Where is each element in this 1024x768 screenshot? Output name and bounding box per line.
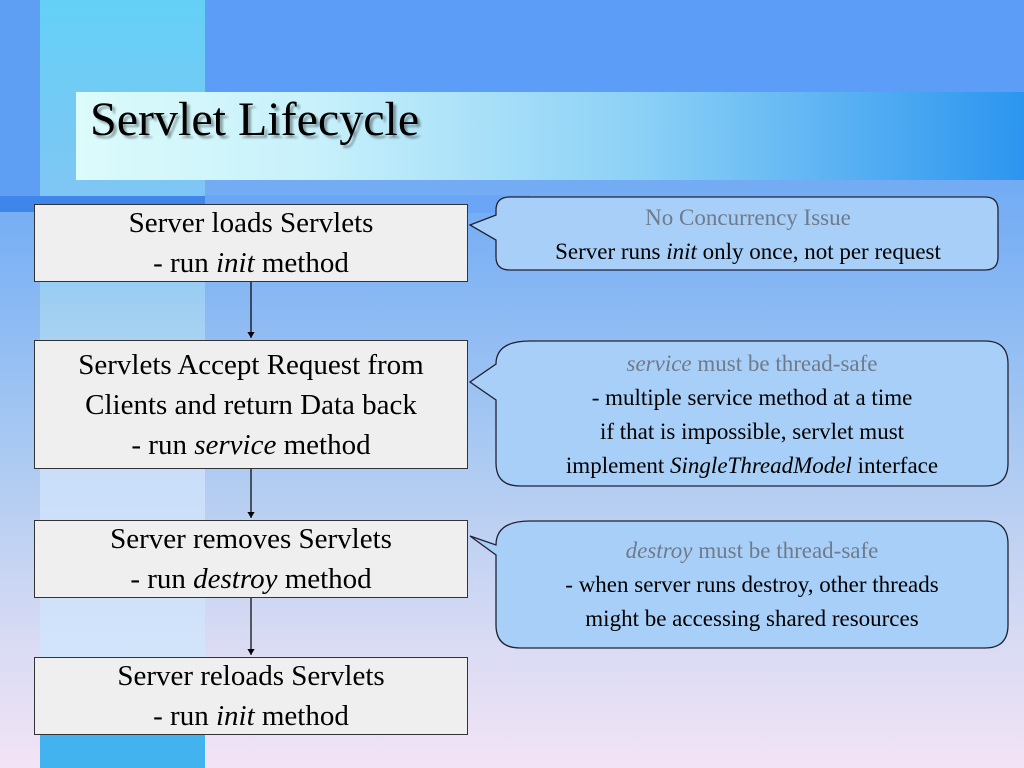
step-text: Clients and return Data back bbox=[85, 388, 417, 421]
step-text: Server reloads Servlets bbox=[117, 660, 385, 692]
step-text: - run destroy method bbox=[130, 563, 372, 595]
note-heading: destroy must be thread-safe bbox=[625, 538, 879, 563]
background-stripe bbox=[0, 0, 40, 210]
callout-bubble bbox=[468, 340, 1009, 487]
step-text: - run init method bbox=[153, 700, 349, 732]
step-text: - run service method bbox=[131, 428, 371, 461]
note-line: implement SingleThreadModel interface bbox=[565, 453, 939, 478]
step-text: - run init method bbox=[153, 247, 349, 279]
note-heading: No Concurrency Issue bbox=[645, 205, 851, 230]
callout-bubble bbox=[469, 520, 1009, 649]
step-text: Servlets Accept Request from bbox=[78, 348, 424, 381]
note-line: - multiple service method at a time bbox=[591, 385, 913, 410]
step-box-service: Servlets Accept Request from Clients and… bbox=[34, 340, 468, 469]
note-line: Server runs init only once, not per requ… bbox=[555, 239, 941, 264]
note-line: might be accessing shared resources bbox=[585, 606, 919, 631]
callout-bubble bbox=[468, 196, 999, 271]
callout-note-service: service must be thread-safe - multiple s… bbox=[500, 347, 1004, 483]
page-title: Servlet Lifecycle bbox=[90, 93, 420, 146]
step-box-reload: Server reloads Servlets - run init metho… bbox=[34, 657, 468, 735]
note-line: - when server runs destroy, other thread… bbox=[565, 572, 939, 597]
step-text: Server removes Servlets bbox=[110, 523, 392, 555]
note-line: if that is impossible, servlet must bbox=[599, 419, 905, 444]
step-box-remove: Server removes Servlets - run destroy me… bbox=[34, 520, 468, 598]
title-band bbox=[76, 92, 1024, 180]
callout-note-destroy: destroy must be thread-safe - when serve… bbox=[500, 534, 1004, 636]
step-text: Server loads Servlets bbox=[128, 207, 374, 239]
note-heading: service must be thread-safe bbox=[626, 351, 878, 376]
step-box-load: Server loads Servlets - run init method bbox=[34, 204, 468, 282]
callout-note-init: No Concurrency Issue Server runs init on… bbox=[500, 201, 996, 269]
